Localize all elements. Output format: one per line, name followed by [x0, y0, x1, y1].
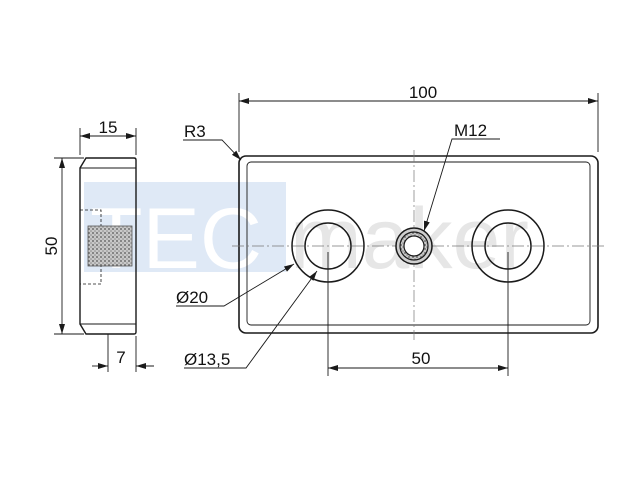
leader-thread: [423, 138, 500, 232]
side-view-outline: [79, 157, 137, 335]
label-counterbore-dia: Ø20: [176, 288, 208, 307]
label-corner-radius: R3: [184, 122, 206, 141]
watermark: TEC maker: [84, 182, 529, 287]
side-view: [79, 157, 137, 335]
label-counterbore-depth: 7: [116, 348, 125, 367]
dimension-labels: 100 15 50 R3 M12 Ø20 Ø13,5 50 7: [42, 83, 487, 369]
label-height: 50: [42, 237, 61, 256]
label-thread: M12: [454, 121, 487, 140]
thread-hole-inner: [403, 235, 425, 257]
label-side-width: 15: [99, 118, 118, 137]
front-view-outer: [238, 155, 599, 334]
leader-hole: [184, 270, 318, 369]
leader-counterbore: [176, 263, 295, 307]
label-hole-spacing: 50: [412, 349, 431, 368]
label-hole-dia: Ø13,5: [184, 350, 230, 369]
front-view-inner: [246, 161, 591, 326]
leader-corner-radius: [183, 139, 242, 161]
dimensions: [54, 93, 599, 376]
side-view-thread: [87, 225, 133, 267]
label-overall-length: 100: [409, 83, 437, 102]
